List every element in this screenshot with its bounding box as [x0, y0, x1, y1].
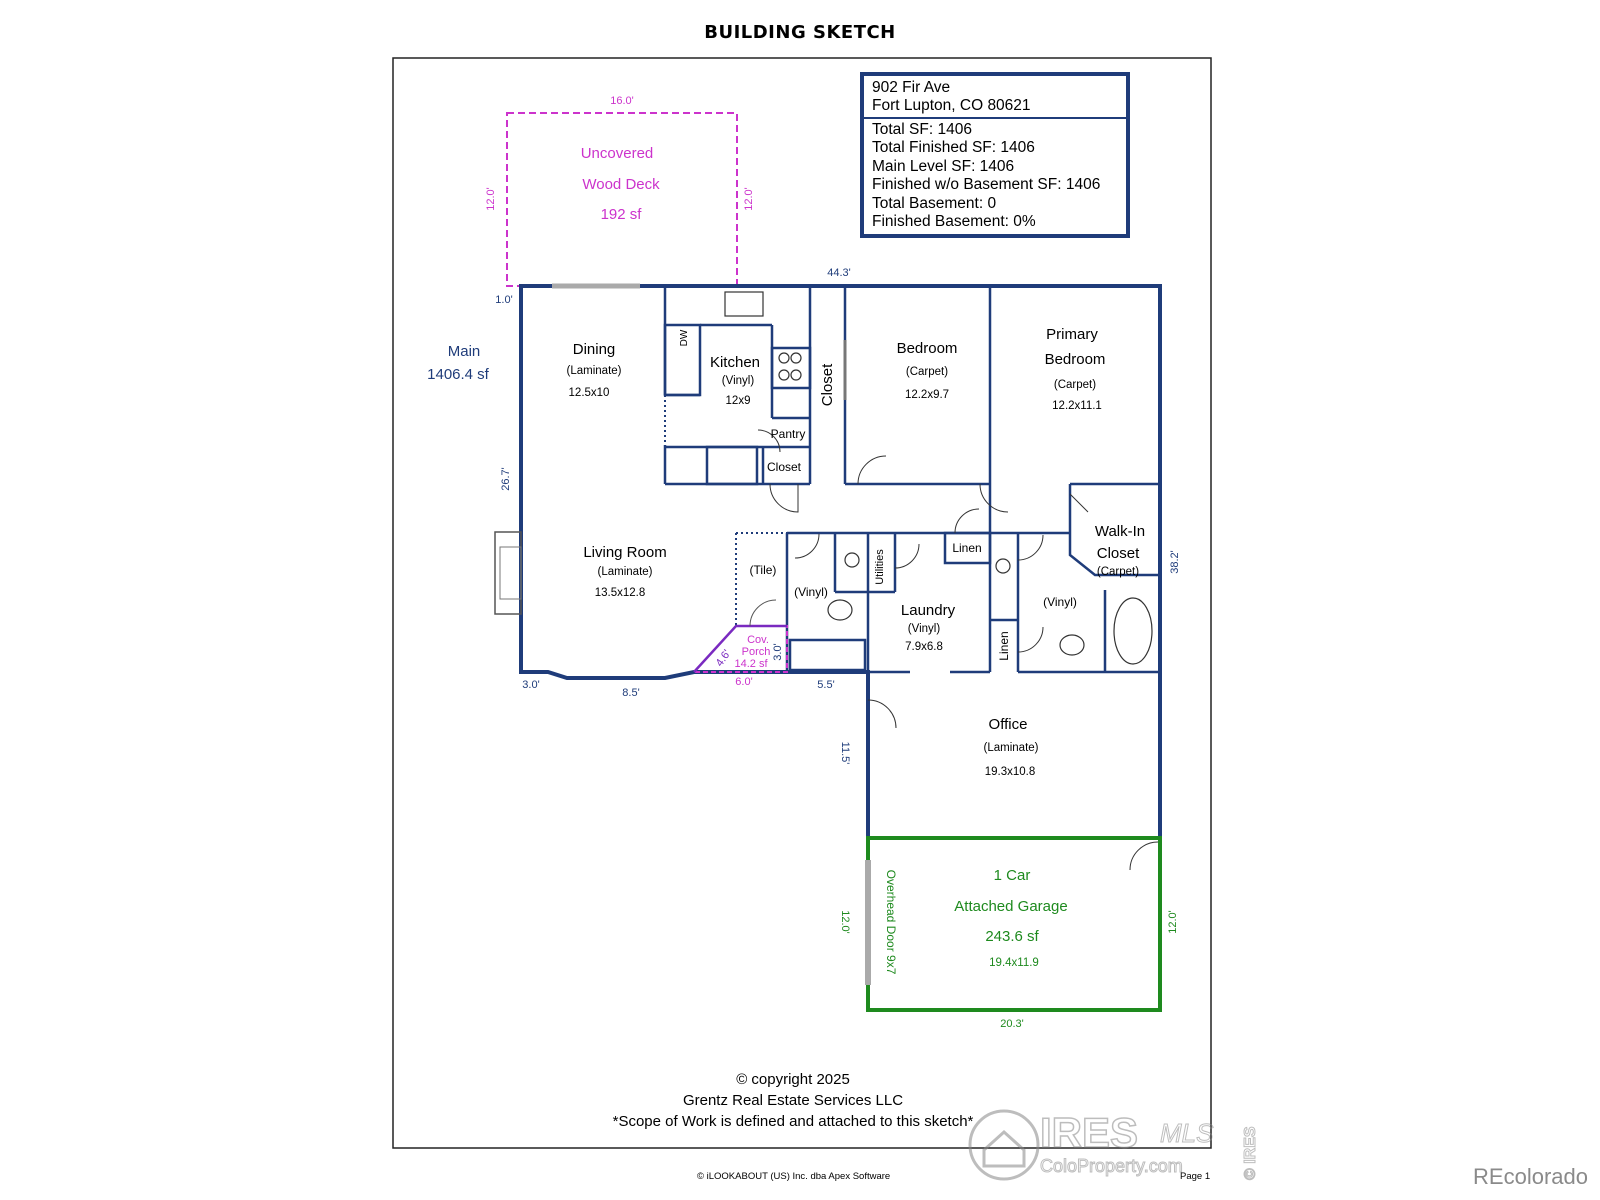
- laundry-floor: (Vinyl): [908, 623, 941, 635]
- deck-area: 192 sf: [601, 206, 643, 223]
- closet-vertical: Closet: [819, 363, 836, 406]
- garage-area: 243.6 sf: [985, 928, 1039, 945]
- office-name: Office: [989, 716, 1028, 733]
- garage-line-1: 1 Car: [994, 867, 1031, 884]
- stat-total-sf: Total SF: 1406: [872, 121, 972, 138]
- footer-scope: *Scope of Work is defined and attached t…: [612, 1113, 974, 1130]
- main-area: 1406.4 sf: [427, 366, 490, 383]
- dim-bottom-a: 3.0': [522, 679, 539, 691]
- stat-finished-wo-basement: Finished w/o Basement SF: 1406: [872, 176, 1101, 194]
- recolorado-brand: REcolorado: [1473, 1164, 1588, 1189]
- walkin-name-1: Walk-In: [1095, 523, 1145, 540]
- bedroom-floor: (Carpet): [906, 366, 948, 378]
- pantry-label: Pantry: [771, 427, 806, 441]
- footer-software: © iLOOKABOUT (US) Inc. dba Apex Software: [697, 1171, 891, 1182]
- primary-size: 12.2x11.1: [1052, 400, 1102, 412]
- covered-porch: [691, 599, 788, 673]
- dining-floor: (Laminate): [567, 365, 622, 377]
- deck-dim-left: 12.0': [485, 187, 497, 211]
- kitchen-name: Kitchen: [710, 354, 760, 371]
- watermark-brand: IRES: [1040, 1109, 1138, 1156]
- bath2-floor: (Vinyl): [1043, 595, 1077, 609]
- footer-copyright: © copyright 2025: [736, 1071, 850, 1088]
- garage-line-2: Attached Garage: [954, 898, 1067, 915]
- kitchen-floor: (Vinyl): [722, 375, 755, 387]
- stat-total-finished: Total Finished SF: 1406: [872, 139, 1035, 157]
- deck-dim-top: 16.0': [610, 95, 634, 107]
- appliances: [724, 291, 1153, 665]
- dim-garage-left: 12.0': [839, 910, 851, 934]
- fireplace: [494, 531, 522, 615]
- deck-label-2: Wood Deck: [582, 176, 660, 193]
- garage-door: Overhead Door 9x7: [884, 870, 898, 975]
- stat-total-basement: Total Basement: 0: [872, 194, 997, 212]
- living-size: 13.5x12.8: [595, 587, 646, 599]
- walkin-floor: (Carpet): [1097, 566, 1139, 578]
- dim-right: 38.2': [1169, 550, 1181, 574]
- deck-dim-right: 12.0': [743, 187, 755, 211]
- dw-label: DW: [679, 329, 690, 346]
- linen-vertical: Linen: [997, 631, 1011, 660]
- primary-name-1: Primary: [1046, 326, 1098, 343]
- bedroom-name: Bedroom: [897, 340, 958, 357]
- interior-walls: [663, 286, 1160, 674]
- stats-block: Total SF: 1406 Total Finished SF: 1406 M…: [864, 119, 1126, 233]
- garage: [865, 836, 1162, 1012]
- dim-bottom-b: 8.5': [622, 687, 639, 699]
- laundry-name: Laundry: [901, 602, 956, 619]
- primary-name-2: Bedroom: [1045, 351, 1106, 368]
- office-size: 19.3x10.8: [985, 766, 1036, 778]
- dining-size: 12.5x10: [569, 387, 610, 399]
- dim-left: 26.7': [500, 467, 512, 491]
- kitchen-size: 12x9: [726, 395, 751, 407]
- dim-bottom-c: 5.5': [817, 679, 834, 691]
- porch-line-1: Cov.: [747, 634, 769, 646]
- address-block: 902 Fir Ave Fort Lupton, CO 80621: [864, 76, 1126, 119]
- linen-top: Linen: [952, 541, 981, 555]
- address-line-2: Fort Lupton, CO 80621: [872, 97, 1031, 115]
- deck-label-1: Uncovered: [581, 145, 654, 162]
- living-name: Living Room: [583, 544, 666, 561]
- office-floor: (Laminate): [984, 742, 1039, 754]
- tile-label: (Tile): [750, 563, 777, 577]
- utilities-label: Utilities: [874, 549, 886, 585]
- door-swings: [757, 340, 1159, 871]
- dim-garage-right: 12.0': [1167, 910, 1179, 934]
- page-title: BUILDING SKETCH: [704, 22, 896, 43]
- property-info-box: 902 Fir Ave Fort Lupton, CO 80621 Total …: [860, 72, 1130, 238]
- watermark-site: ColoProperty.com: [1040, 1156, 1183, 1176]
- garage-size: 19.4x11.9: [989, 957, 1039, 969]
- dim-porch-side: 3.0': [772, 643, 784, 660]
- watermark-vertical: © IRES: [1242, 1126, 1259, 1180]
- stat-finished-basement: Finished Basement: 0%: [872, 213, 1036, 231]
- dim-garage-bottom: 20.3': [1000, 1018, 1024, 1030]
- main-label: Main: [448, 343, 481, 360]
- porch-line-2: Porch: [742, 646, 771, 658]
- dim-top: 44.3': [827, 267, 851, 279]
- deck: Uncovered Wood Deck 192 sf 16.0' 12.0' 1…: [485, 95, 755, 287]
- closet-small: Closet: [767, 460, 802, 474]
- bath1-floor: (Vinyl): [794, 585, 828, 599]
- porch-area: 14.2 sf: [734, 658, 768, 670]
- dim-deck-gap: 1.0': [495, 294, 512, 306]
- dim-porch-diag: 4.6': [714, 648, 734, 669]
- footer-company: Grentz Real Estate Services LLC: [682, 1092, 904, 1109]
- room-labels: Dining (Laminate) 12.5x10 Kitchen (Vinyl…: [567, 326, 1146, 975]
- dim-office-left: 11.5': [839, 742, 851, 765]
- laundry-size: 7.9x6.8: [905, 641, 943, 653]
- dim-porch-bottom: 6.0': [735, 676, 752, 688]
- ires-watermark: IRES MLS ColoProperty.com © IRES: [968, 1108, 1260, 1181]
- walkin-name-2: Closet: [1097, 545, 1140, 562]
- primary-floor: (Carpet): [1054, 379, 1096, 391]
- address-line-1: 902 Fir Ave: [872, 79, 951, 96]
- watermark-mls: MLS: [1160, 1118, 1214, 1148]
- dining-name: Dining: [573, 341, 616, 358]
- bedroom-size: 12.2x9.7: [905, 389, 949, 401]
- footer-page: Page 1: [1180, 1171, 1211, 1182]
- sketch-frame: [392, 57, 1212, 1149]
- living-floor: (Laminate): [598, 566, 653, 578]
- stat-main-level: Main Level SF: 1406: [872, 157, 1015, 175]
